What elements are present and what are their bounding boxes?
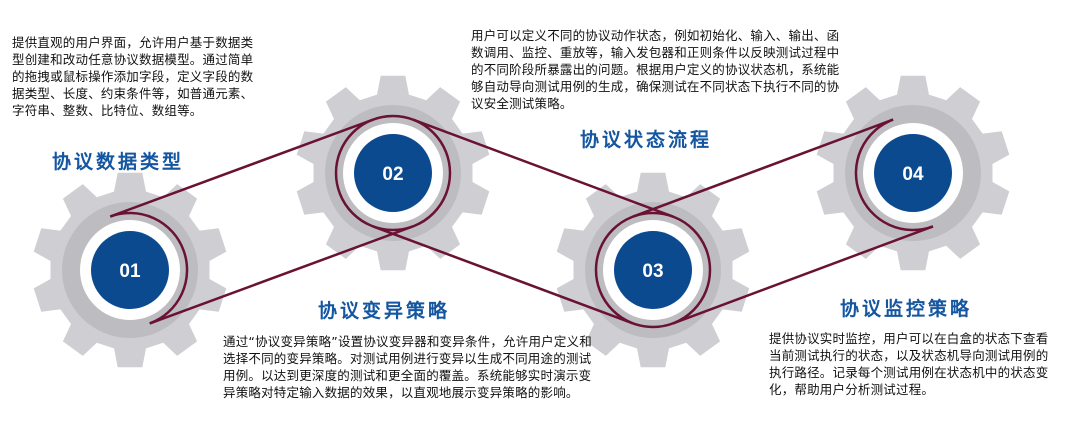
belt-line <box>149 225 414 325</box>
step-01-title: 协议数据类型 <box>52 151 185 173</box>
step-badge <box>91 231 169 309</box>
belt-line <box>672 225 934 325</box>
belt-loop <box>594 211 712 329</box>
step-03-title: 协议状态流程 <box>580 129 713 151</box>
step-number: 02 <box>382 164 403 185</box>
step-badge <box>614 231 692 309</box>
step-number: 01 <box>119 261 141 282</box>
belt-line <box>632 118 894 218</box>
step-badge <box>874 134 952 212</box>
step-04-description: 提供协议实时监控，用户可以在白盒的状态下查看当前测试执行的状态，以及状态机导向测… <box>769 331 1049 397</box>
belt-loop <box>854 118 934 232</box>
step-badge <box>354 134 432 212</box>
belt-loop <box>109 211 189 325</box>
step-01-description: 提供直观的用户界面，允许用户基于数据类型创建和改动任意协议数据模型。通过简单的拖… <box>12 35 254 118</box>
step-number: 03 <box>642 261 663 282</box>
belt-line <box>412 118 674 218</box>
step-number: 04 <box>902 164 924 185</box>
step-02-description: 通过“协议变异策略”设置协议变异器和变异条件，允许用户定义和选择不同的变异策略。… <box>223 334 592 400</box>
belt-line <box>372 225 634 325</box>
step-03-description: 用户可以定义不同的协议动作状态，例如初始化、输入、输出、函数调用、监控、重放等，… <box>471 28 840 111</box>
belt-line <box>109 118 374 218</box>
belt-loop <box>334 114 452 232</box>
step-02-title: 协议变异策略 <box>318 300 451 322</box>
step-04-title: 协议监控策略 <box>840 298 973 320</box>
